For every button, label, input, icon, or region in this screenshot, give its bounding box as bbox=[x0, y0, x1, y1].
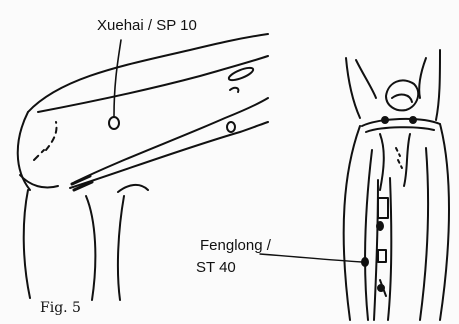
lower-leg-illustration bbox=[344, 50, 449, 320]
sp10-leader-line bbox=[114, 40, 121, 116]
st40-label-line1: Fenglong / bbox=[200, 238, 271, 254]
st40-leader-line bbox=[260, 254, 362, 262]
sp10-label: Xuehai / SP 10 bbox=[97, 18, 197, 34]
st40-label-line2: ST 40 bbox=[196, 260, 236, 276]
figure-caption: Fig. 5 bbox=[40, 300, 81, 316]
